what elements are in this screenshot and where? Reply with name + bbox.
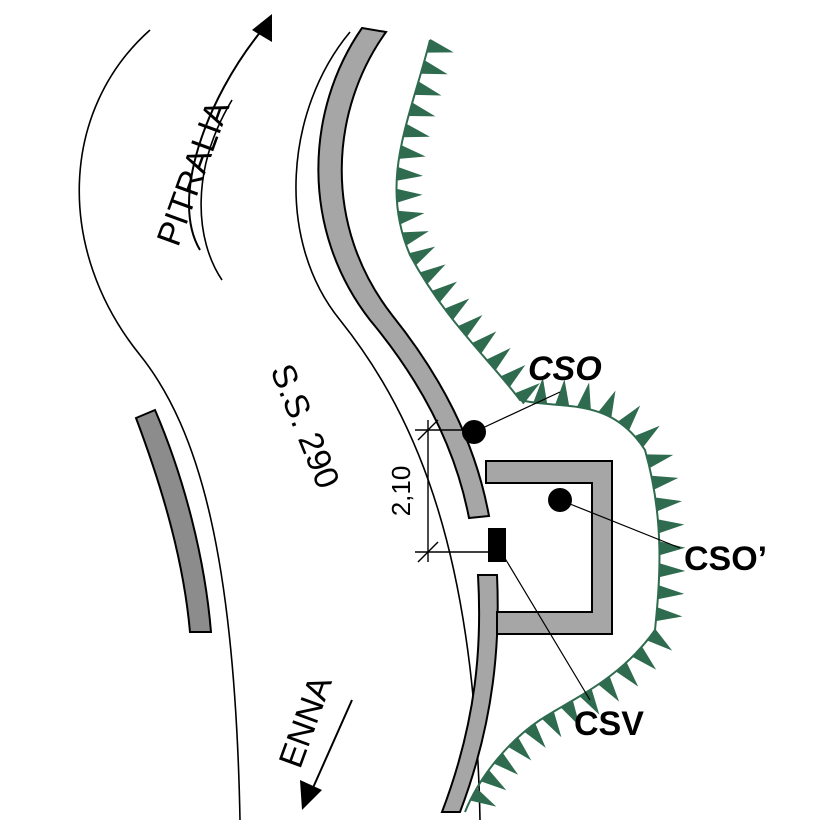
grass-tufts bbox=[396, 39, 686, 807]
grass-tuft-icon bbox=[598, 390, 616, 418]
grass-tuft-icon bbox=[508, 737, 532, 761]
grass-tuft-icon bbox=[659, 541, 686, 556]
grass-tuft-icon bbox=[402, 123, 430, 138]
grass-tuft-icon bbox=[657, 519, 685, 534]
grass-tuft-icon bbox=[500, 364, 526, 388]
grass-tuft-icon bbox=[426, 39, 454, 53]
cso-prime-marker bbox=[548, 488, 572, 512]
grass-tuft-icon bbox=[618, 405, 641, 431]
grass-tuft-icon bbox=[533, 377, 548, 405]
grass-tuft-icon bbox=[493, 752, 519, 775]
grass-tuft-icon bbox=[524, 723, 546, 748]
csv-leader bbox=[496, 544, 591, 701]
grass-tuft-icon bbox=[470, 788, 497, 807]
grass-tuft-icon bbox=[408, 102, 436, 117]
grass-tuft-icon bbox=[414, 81, 442, 96]
left-wall-segment bbox=[134, 408, 213, 633]
grass-tuft-icon bbox=[396, 188, 423, 203]
road-lane-curve bbox=[200, 99, 233, 281]
grass-tuft-icon bbox=[616, 662, 639, 687]
grass-tuft-icon bbox=[541, 711, 562, 738]
grass-tuft-icon bbox=[397, 210, 425, 225]
grass-tuft-icon bbox=[598, 676, 620, 702]
grass-tuft-icon bbox=[655, 497, 682, 512]
grass-tuft-icon bbox=[579, 688, 600, 715]
grass-tuft-icon bbox=[634, 425, 660, 448]
cso-leader bbox=[473, 391, 561, 433]
road-right-edge bbox=[295, 31, 481, 821]
grass-tuft-icon bbox=[577, 382, 591, 410]
grass-tuft-icon bbox=[514, 383, 540, 405]
label-enna: ENNA bbox=[272, 671, 340, 773]
label-cso: CSO bbox=[528, 350, 602, 388]
cso-prime-leader bbox=[559, 499, 681, 549]
grass-tuft-icon bbox=[632, 646, 657, 670]
grass-tuft-icon bbox=[401, 231, 429, 246]
grass-tuft-icon bbox=[560, 700, 580, 727]
grass-tuft-icon bbox=[472, 331, 497, 354]
label-road: S.S. 290 bbox=[263, 359, 347, 494]
grass-tuft-icon bbox=[651, 475, 679, 490]
arrow-down-left-icon bbox=[300, 699, 353, 810]
grass-tuft-icon bbox=[555, 379, 570, 406]
grass-tuft-icon bbox=[647, 629, 673, 651]
arrow-up-right-icon bbox=[188, 14, 272, 251]
dimension-marker bbox=[415, 419, 490, 563]
grass-tuft-icon bbox=[419, 264, 446, 285]
grass-tuft-icon bbox=[480, 769, 507, 791]
road-left-edge bbox=[78, 29, 241, 821]
grass-tuft-icon bbox=[408, 246, 436, 266]
grass-tuft-icon bbox=[444, 298, 470, 320]
label-pitralia: PITRALIA bbox=[150, 95, 238, 250]
grass-tuft-icon bbox=[398, 145, 426, 159]
grass-tuft-icon bbox=[657, 585, 685, 600]
grass-tuft-icon bbox=[420, 60, 448, 75]
csv-marker bbox=[488, 528, 506, 562]
grass-tuft-icon bbox=[457, 314, 483, 337]
grass-tuft-icon bbox=[486, 347, 511, 371]
grass-tuft-icon bbox=[646, 454, 674, 468]
chamber-box bbox=[485, 460, 613, 635]
retaining-wall-upper bbox=[317, 26, 491, 520]
label-cso-prime: CSO’ bbox=[684, 540, 767, 578]
grass-tuft-icon bbox=[431, 281, 457, 303]
cso-marker bbox=[462, 420, 486, 444]
grass-tuft-icon bbox=[655, 607, 683, 622]
grass-tuft-icon bbox=[396, 166, 424, 181]
label-csv: CSV bbox=[574, 705, 644, 743]
embankment-line bbox=[395, 39, 661, 813]
grass-tuft-icon bbox=[659, 563, 686, 578]
label-dimension: 2,10 bbox=[386, 466, 416, 517]
